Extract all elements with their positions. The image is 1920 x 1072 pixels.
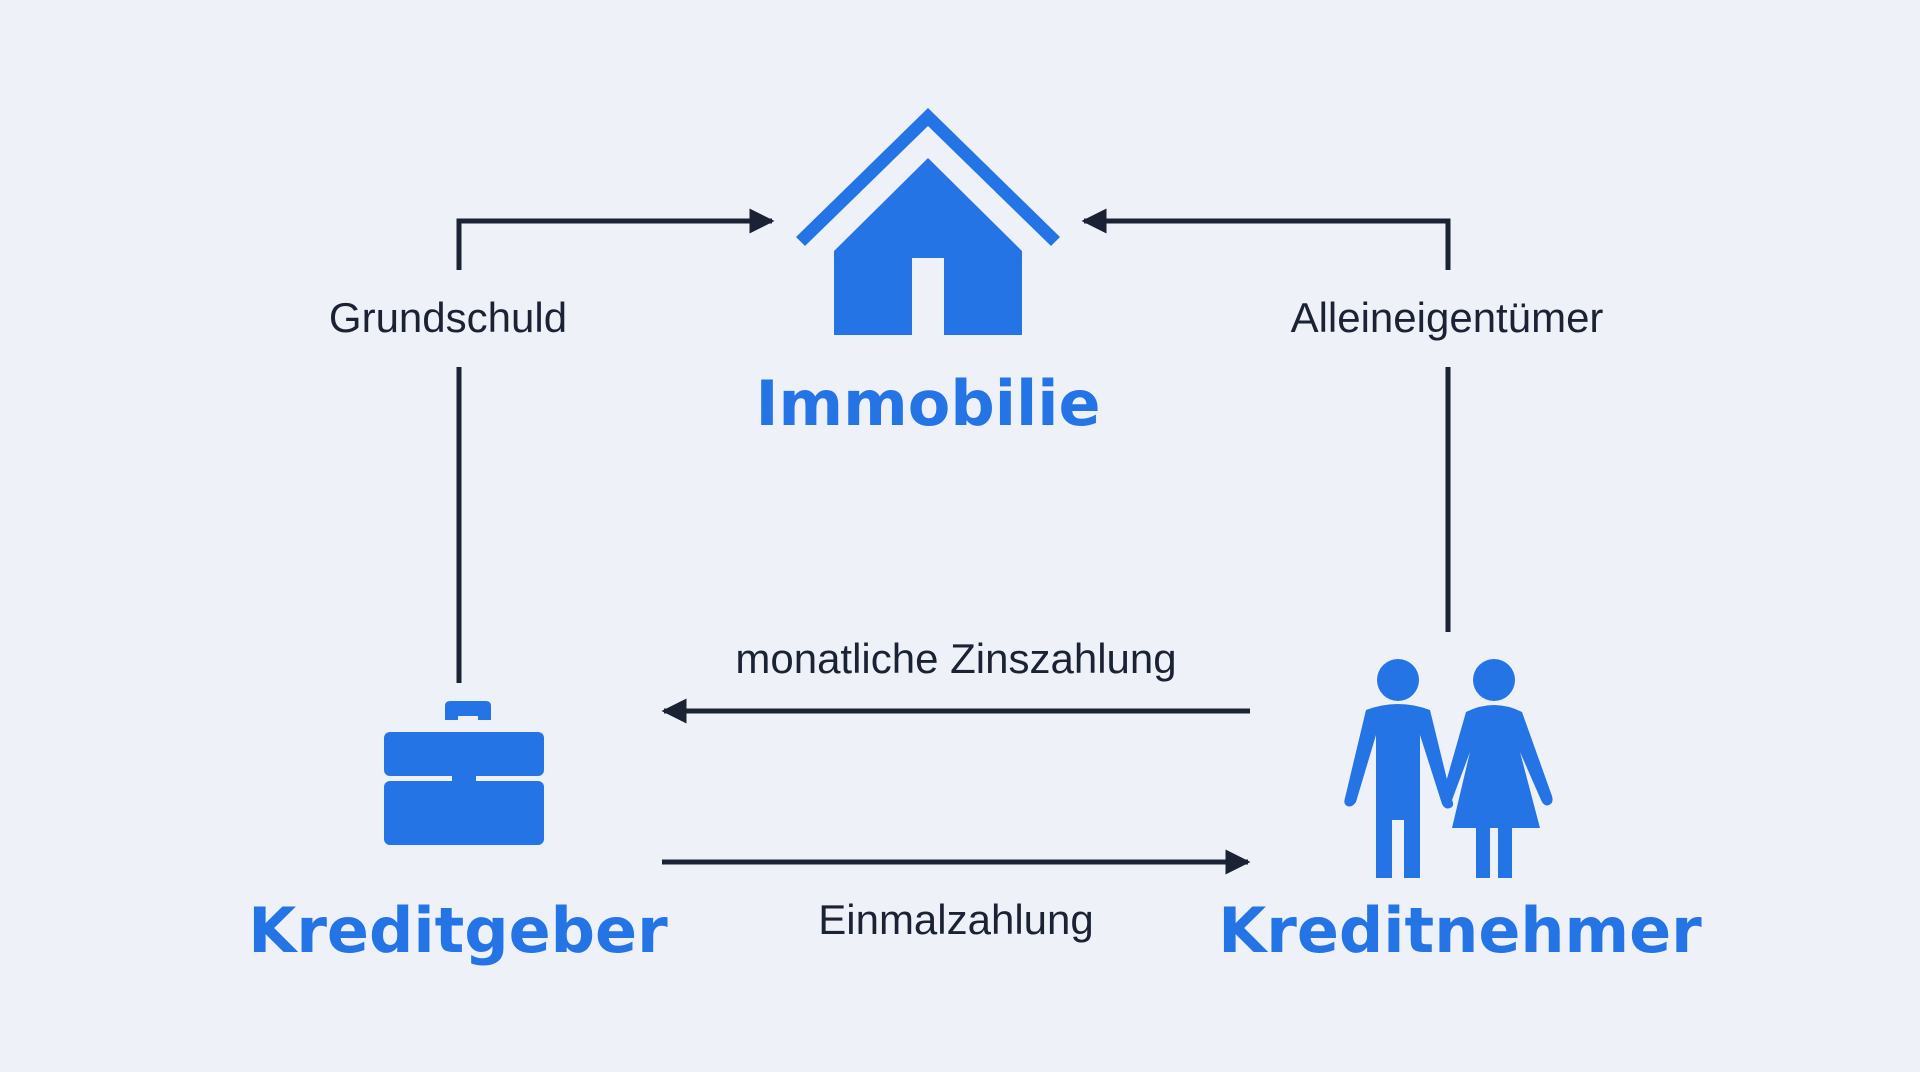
lender-label: Kreditgeber [248, 894, 668, 967]
edge-monthly-interest: monatliche Zinszahlung [661, 635, 1250, 724]
edge-sole-owner-label: Alleineigentümer [1291, 294, 1604, 341]
edge-sole-owner-upper-line [1081, 208, 1451, 270]
edge-monthly-interest-label: monatliche Zinszahlung [735, 635, 1176, 682]
briefcase-icon [384, 701, 544, 845]
edge-land-charge-upper-line [456, 208, 775, 270]
edge-lump-sum-label: Einmalzahlung [818, 896, 1094, 943]
borrower-label: Kreditnehmer [1218, 894, 1702, 967]
property-label: Immobilie [755, 367, 1100, 440]
edge-land-charge-label: Grundschuld [329, 294, 567, 341]
edge-land-charge: Grundschuld [329, 208, 775, 683]
edge-lump-sum: Einmalzahlung [662, 849, 1251, 943]
edge-sole-owner: Alleineigentümer [1081, 208, 1604, 632]
couple-icon [1344, 659, 1553, 878]
house-icon [796, 108, 1060, 335]
